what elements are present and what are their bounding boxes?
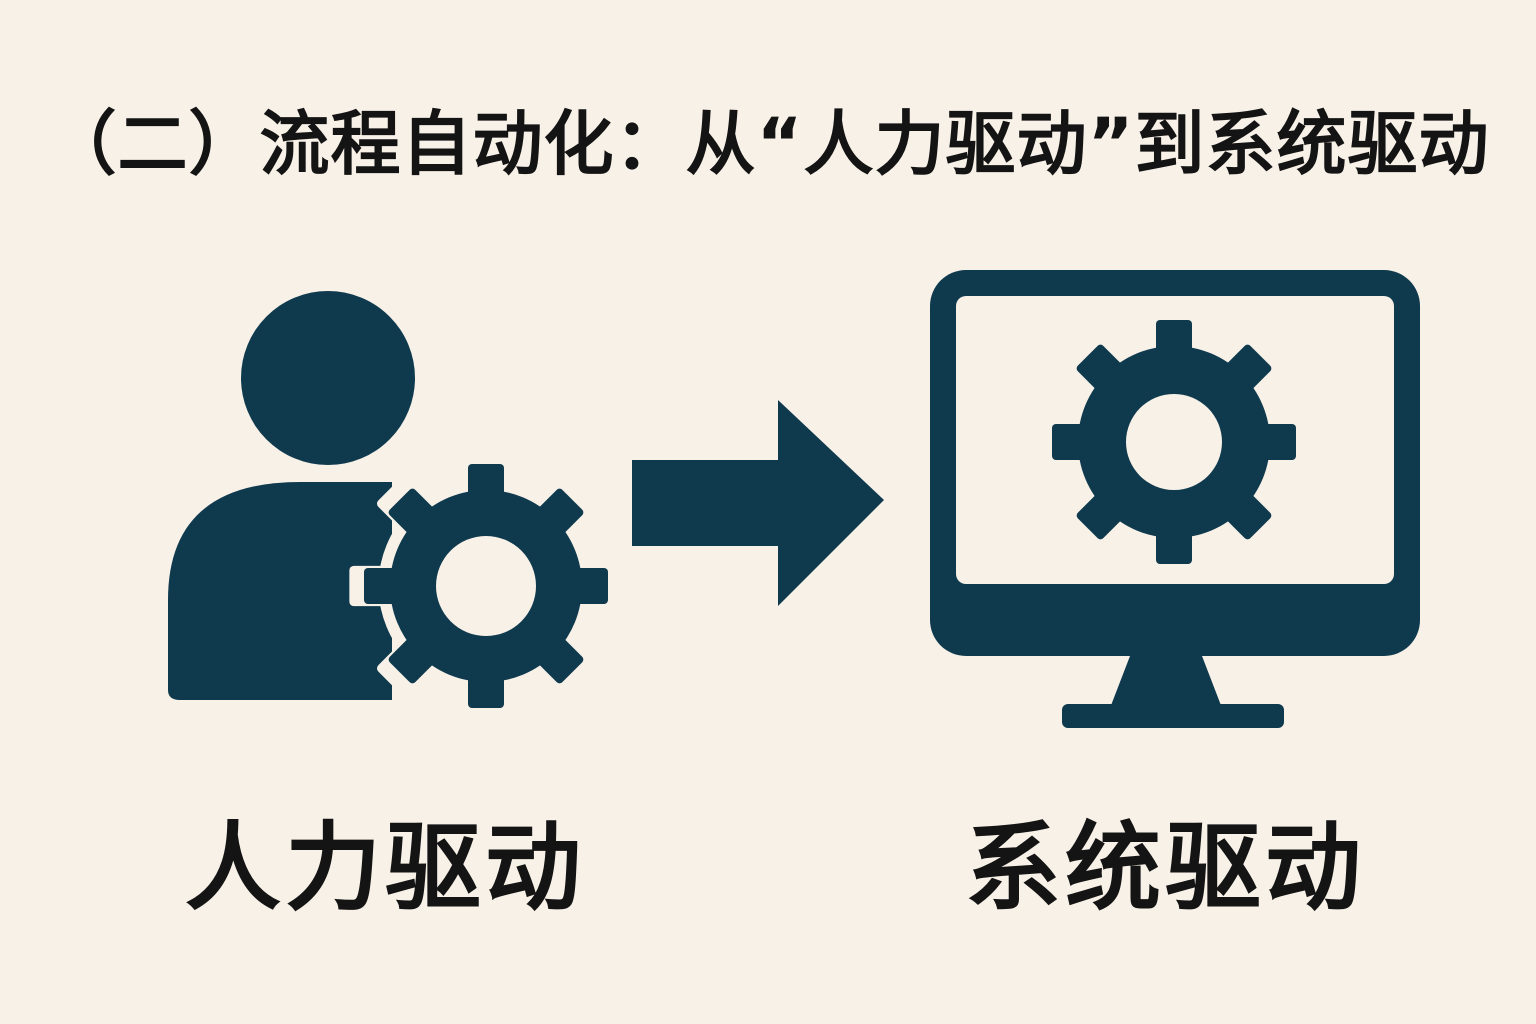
- page-title: （二）流程自动化：从“人力驱动”到系统驱动: [46, 103, 1490, 185]
- human-driven-label: 人力驱动: [185, 812, 585, 924]
- system-driven-label: 系统驱动: [965, 812, 1365, 924]
- right-arrow-icon: [632, 400, 884, 606]
- gear-icon: [1052, 320, 1296, 564]
- person-icon: [168, 291, 415, 700]
- gear-icon: [349, 449, 623, 723]
